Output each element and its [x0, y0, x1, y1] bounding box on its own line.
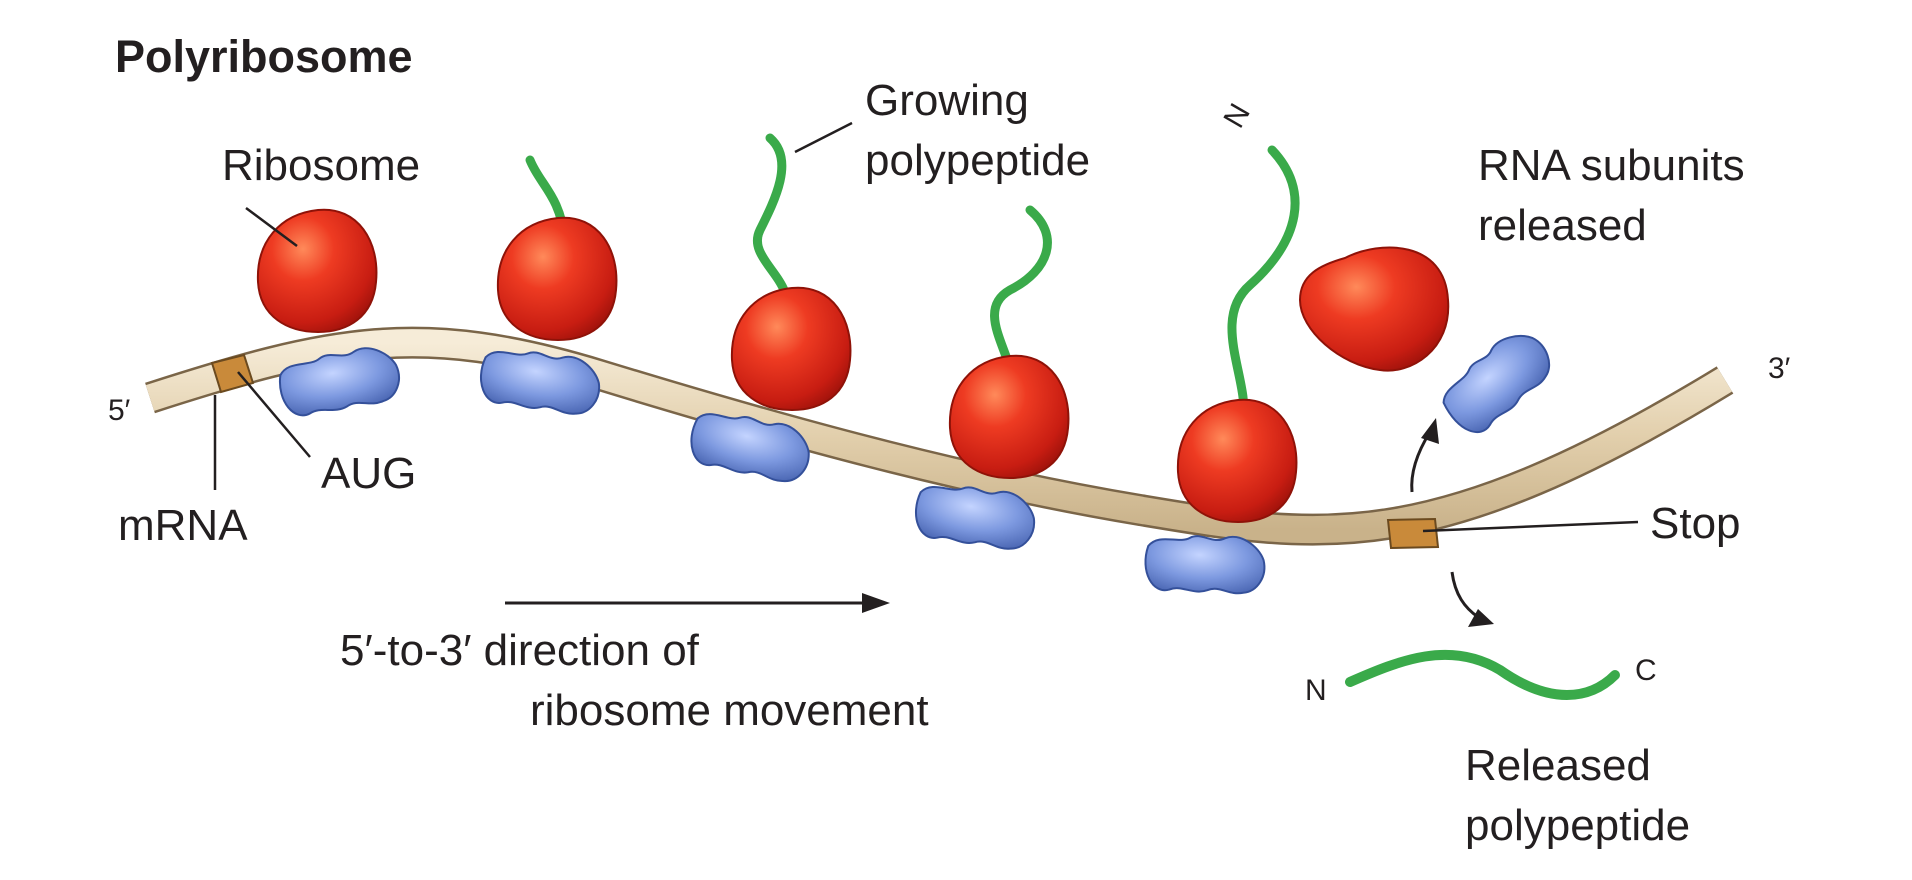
mrna-label: mRNA	[118, 501, 248, 550]
growing-polypeptide-label-line1: Growing	[865, 76, 1029, 125]
polypeptide-release-arrow	[1450, 571, 1494, 627]
released-polypeptide-chain	[1345, 649, 1620, 700]
direction-arrow	[505, 593, 890, 613]
large-subunit	[948, 354, 1070, 480]
released-polypeptide-label-line1: Released	[1465, 741, 1651, 790]
diagram-title: Polyribosome	[115, 31, 413, 82]
n-terminus-chain-label: N	[1217, 98, 1256, 133]
small-subunit	[915, 486, 1036, 550]
direction-label-line1: 5′-to-3′ direction of	[340, 626, 700, 675]
c-terminus-label: C	[1635, 654, 1657, 687]
aug-label: AUG	[321, 449, 416, 498]
small-subunit	[480, 351, 601, 415]
large-subunit	[730, 286, 852, 412]
ribosome-leader-line	[245, 206, 298, 248]
aug-leader-line	[237, 371, 311, 458]
released-subunits	[1298, 246, 1551, 434]
small-subunit	[278, 347, 400, 417]
released-polypeptide-label-line2: polypeptide	[1465, 801, 1690, 850]
five-prime-label: 5′	[108, 394, 131, 427]
stop-codon	[1386, 517, 1440, 550]
rna-subunits-label-line1: RNA subunits	[1478, 141, 1745, 190]
released-small-subunit	[1442, 335, 1551, 434]
three-prime-label: 3′	[1768, 352, 1791, 385]
large-subunit	[1176, 398, 1298, 524]
rna-subunits-label-line2: released	[1478, 201, 1647, 250]
large-subunit	[496, 216, 618, 342]
small-subunit	[1144, 535, 1266, 595]
subunit-release-arrow	[1410, 418, 1439, 493]
small-subunits	[278, 347, 1266, 595]
growing-polypeptide-label-line2: polypeptide	[865, 136, 1090, 185]
polypeptide-chain	[1227, 145, 1300, 425]
growing-polypeptide-leader-line	[794, 121, 853, 154]
n-terminus-label: N	[1305, 674, 1327, 707]
polypeptide-chain	[990, 205, 1052, 385]
small-subunit	[690, 413, 810, 482]
stop-leader-line	[1422, 520, 1639, 533]
aug-codon	[210, 353, 255, 394]
released-large-subunit	[1298, 246, 1450, 372]
ribosome-label: Ribosome	[222, 141, 420, 190]
direction-label-line2: ribosome movement	[530, 686, 929, 735]
stop-label: Stop	[1650, 499, 1741, 548]
large-subunit	[256, 208, 378, 334]
large-subunits	[256, 208, 1298, 524]
